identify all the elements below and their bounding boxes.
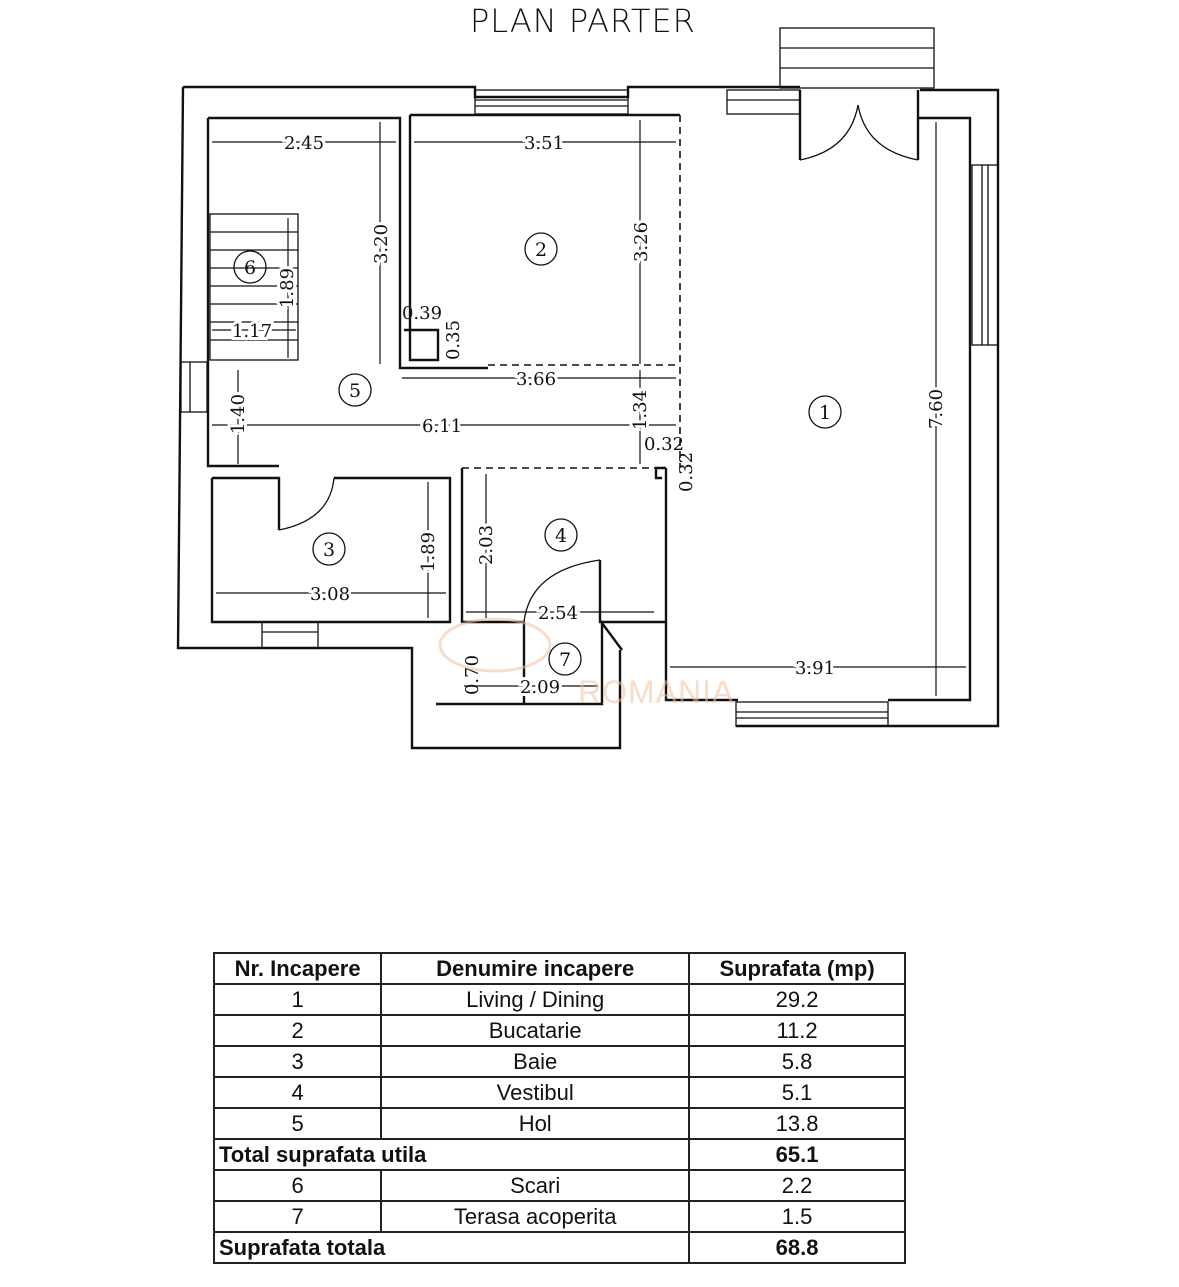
- table-row: 3 Baie 5.8: [212, 1045, 906, 1078]
- watermark: ROMANIA: [438, 617, 734, 710]
- dim-label: 2.54: [538, 603, 578, 624]
- zone-boundaries: [462, 115, 681, 469]
- table-row: 1 Living / Dining 29.2: [212, 983, 906, 1016]
- room-number-2: 2: [535, 239, 547, 261]
- watermark-text: ROMANIA: [578, 674, 734, 710]
- plan-title: PLAN PARTER: [470, 2, 696, 40]
- dim-label: 0.32: [644, 434, 684, 455]
- room-area-cell: 11.2: [688, 1014, 906, 1047]
- column-header: Suprafata (mp): [688, 952, 906, 985]
- interior-walls: [210, 115, 666, 704]
- floor-plan: 1 2 3 4 5 6 7 2.45 3.51 3.20 3.26 1.89 1…: [176, 27, 1000, 750]
- room-nr-cell: 7: [212, 1200, 383, 1233]
- entrance: [779, 27, 935, 161]
- column-header: Nr. Incapere: [212, 952, 383, 985]
- room-name-cell: Living / Dining: [380, 983, 691, 1016]
- dim-label: 1.89: [277, 268, 298, 308]
- room-nr-cell: 6: [212, 1169, 383, 1202]
- room-number-5: 5: [349, 380, 361, 402]
- dim-label: 2.45: [284, 133, 324, 154]
- room-markers: 1 2 3 4 5 6 7: [233, 232, 842, 676]
- table-row: 5 Hol 13.8: [212, 1107, 906, 1140]
- room-area-table: Nr. Incapere Denumire incapere Suprafata…: [212, 952, 906, 1264]
- dim-label: 3.51: [524, 133, 564, 154]
- room-nr-cell: 1: [212, 983, 383, 1016]
- room-number-4: 4: [555, 525, 567, 547]
- subtotal-label: Total suprafata utila: [212, 1138, 691, 1171]
- total-label: Suprafata totala: [212, 1231, 691, 1264]
- room-nr-cell: 2: [212, 1014, 383, 1047]
- windows: [180, 89, 999, 727]
- dim-label: 6.11: [422, 416, 462, 437]
- room-nr-cell: 3: [212, 1045, 383, 1078]
- room-number-1: 1: [819, 402, 831, 424]
- subtotal-row: Total suprafata utila 65.1: [212, 1138, 906, 1171]
- dim-label: 3.66: [516, 369, 556, 390]
- room-name-cell: Vestibul: [380, 1076, 691, 1109]
- table-row: 4 Vestibul 5.1: [212, 1076, 906, 1109]
- room-area-cell: 1.5: [688, 1200, 906, 1233]
- room-name-cell: Hol: [380, 1107, 691, 1140]
- dim-label: 0.39: [402, 303, 442, 324]
- table-row: 6 Scari 2.2: [212, 1169, 906, 1202]
- room-area-cell: 5.8: [688, 1045, 906, 1078]
- dim-label: 0.32: [676, 452, 697, 492]
- column-header: Denumire incapere: [380, 952, 691, 985]
- dim-label: 0.35: [443, 320, 464, 360]
- room-nr-cell: 4: [212, 1076, 383, 1109]
- table-row: 7 Terasa acoperita 1.5: [212, 1200, 906, 1233]
- total-row: Suprafata totala 68.8: [212, 1231, 906, 1264]
- dim-label: 2.03: [476, 525, 497, 565]
- dim-label: 7.60: [926, 389, 947, 429]
- room-area-cell: 5.1: [688, 1076, 906, 1109]
- stairs: [209, 213, 299, 361]
- room-number-6: 6: [244, 257, 256, 279]
- dim-label: 1.17: [232, 321, 272, 342]
- dimension-lines: [212, 120, 966, 696]
- room-name-cell: Bucatarie: [380, 1014, 691, 1047]
- dim-label: 0.70: [462, 655, 483, 695]
- dim-label: 1.40: [228, 394, 249, 434]
- room-area-cell: 2.2: [688, 1169, 906, 1202]
- room-number-7: 7: [559, 649, 571, 671]
- total-value: 68.8: [688, 1231, 906, 1264]
- room-area-cell: 13.8: [688, 1107, 906, 1140]
- room-name-cell: Scari: [380, 1169, 691, 1202]
- dim-label: 1.89: [418, 532, 439, 572]
- room-name-cell: Terasa acoperita: [380, 1200, 691, 1233]
- room-name-cell: Baie: [380, 1045, 691, 1078]
- table-row: 2 Bucatarie 11.2: [212, 1014, 906, 1047]
- dim-label: 1.34: [630, 390, 651, 430]
- room-number-3: 3: [323, 539, 335, 561]
- dim-label: 2.09: [520, 677, 560, 698]
- room-area-cell: 29.2: [688, 983, 906, 1016]
- dim-label: 3.08: [310, 584, 350, 605]
- room-nr-cell: 5: [212, 1107, 383, 1140]
- dim-label: 3.91: [795, 658, 835, 679]
- subtotal-value: 65.1: [688, 1138, 906, 1171]
- dim-label: 3.26: [631, 222, 652, 262]
- table-header-row: Nr. Incapere Denumire incapere Suprafata…: [212, 952, 906, 985]
- dimension-labels: 2.45 3.51 3.20 3.26 1.89 1.17 0.39 0.35 …: [225, 130, 950, 701]
- outer-walls: [176, 85, 1000, 750]
- dim-label: 3.20: [371, 224, 392, 264]
